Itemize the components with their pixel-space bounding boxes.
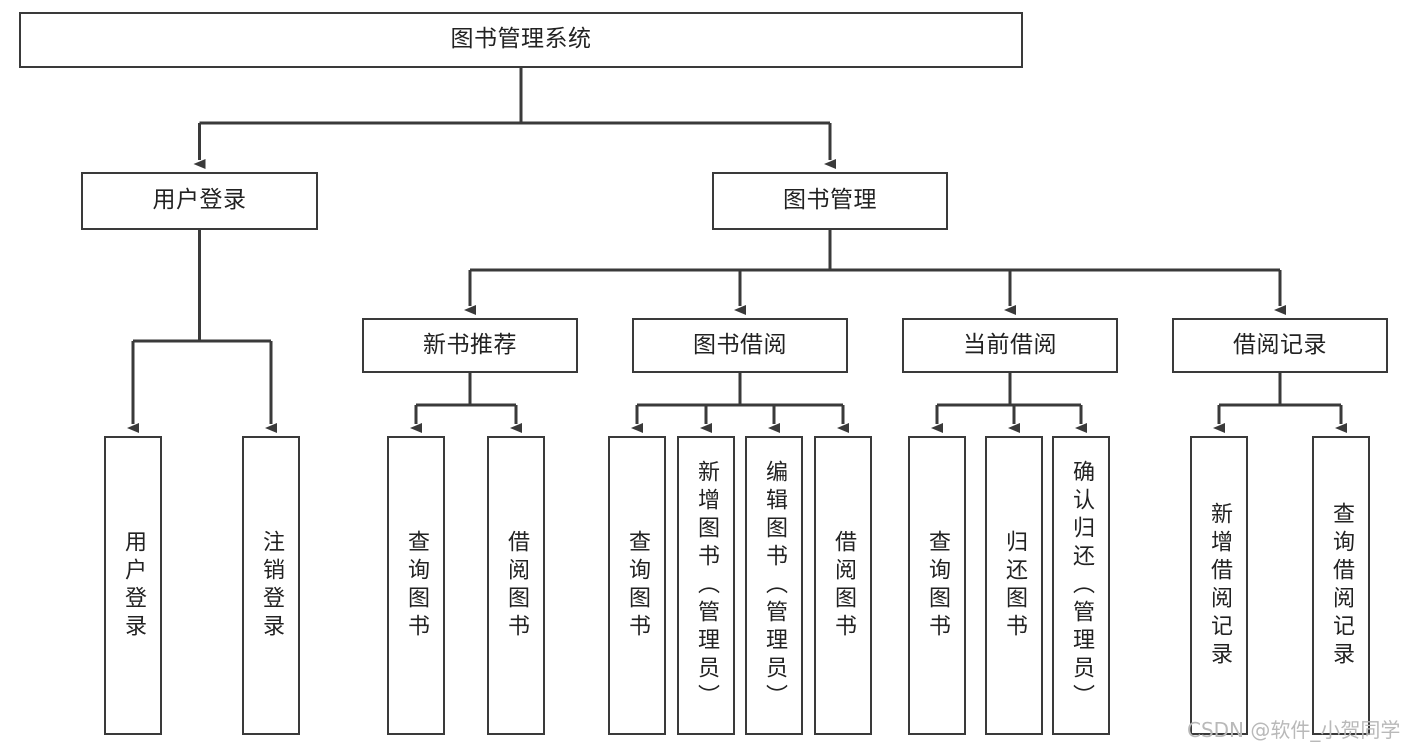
node-label: 注销登录	[259, 529, 284, 642]
node-user-login[interactable]: 用户登录	[81, 172, 318, 230]
node-label: 确认归还（管理员）	[1069, 459, 1094, 712]
node-leaf-user-logout[interactable]: 注销登录	[242, 436, 300, 735]
node-leaf-borrow-book-1[interactable]: 借阅图书	[487, 436, 545, 735]
node-root[interactable]: 图书管理系统	[19, 12, 1023, 68]
node-borrow-record[interactable]: 借阅记录	[1172, 318, 1388, 373]
node-leaf-borrow-book-2[interactable]: 借阅图书	[814, 436, 872, 735]
node-label: 用户登录	[152, 187, 247, 214]
node-label: 查询借阅记录	[1329, 501, 1354, 670]
node-label: 图书管理系统	[450, 26, 592, 53]
node-label: 查询图书	[925, 529, 950, 642]
node-leaf-add-book-admin[interactable]: 新增图书（管理员）	[677, 436, 735, 735]
node-label: 编辑图书（管理员）	[762, 459, 787, 712]
node-label: 图书管理	[783, 187, 877, 214]
node-leaf-query-book-3[interactable]: 查询图书	[908, 436, 966, 735]
watermark-label: CSDN @软件_小贺同学	[1187, 718, 1401, 742]
node-label: 借阅记录	[1233, 331, 1327, 358]
node-current-borrow[interactable]: 当前借阅	[902, 318, 1118, 373]
node-book-manage[interactable]: 图书管理	[712, 172, 948, 230]
node-leaf-confirm-return-admin[interactable]: 确认归还（管理员）	[1052, 436, 1110, 735]
node-leaf-edit-book-admin[interactable]: 编辑图书（管理员）	[745, 436, 803, 735]
node-label: 新增借阅记录	[1207, 501, 1232, 670]
node-label: 借阅图书	[831, 529, 856, 642]
node-leaf-query-book-1[interactable]: 查询图书	[387, 436, 445, 735]
node-label: 借阅图书	[504, 529, 529, 642]
node-leaf-user-login[interactable]: 用户登录	[104, 436, 162, 735]
node-leaf-add-borrow-record[interactable]: 新增借阅记录	[1190, 436, 1248, 735]
node-leaf-return-book[interactable]: 归还图书	[985, 436, 1043, 735]
node-label: 查询图书	[404, 529, 429, 642]
node-book-borrow[interactable]: 图书借阅	[632, 318, 848, 373]
node-new-book-recommend[interactable]: 新书推荐	[362, 318, 578, 373]
node-label: 当前借阅	[963, 331, 1057, 358]
node-label: 新书推荐	[423, 331, 517, 358]
node-label: 归还图书	[1002, 529, 1027, 642]
node-label: 新增图书（管理员）	[694, 459, 719, 712]
node-label: 用户登录	[121, 529, 146, 642]
node-leaf-query-book-2[interactable]: 查询图书	[608, 436, 666, 735]
node-label: 查询图书	[625, 529, 650, 642]
node-label: 图书借阅	[693, 331, 787, 358]
node-leaf-query-borrow-record[interactable]: 查询借阅记录	[1312, 436, 1370, 735]
